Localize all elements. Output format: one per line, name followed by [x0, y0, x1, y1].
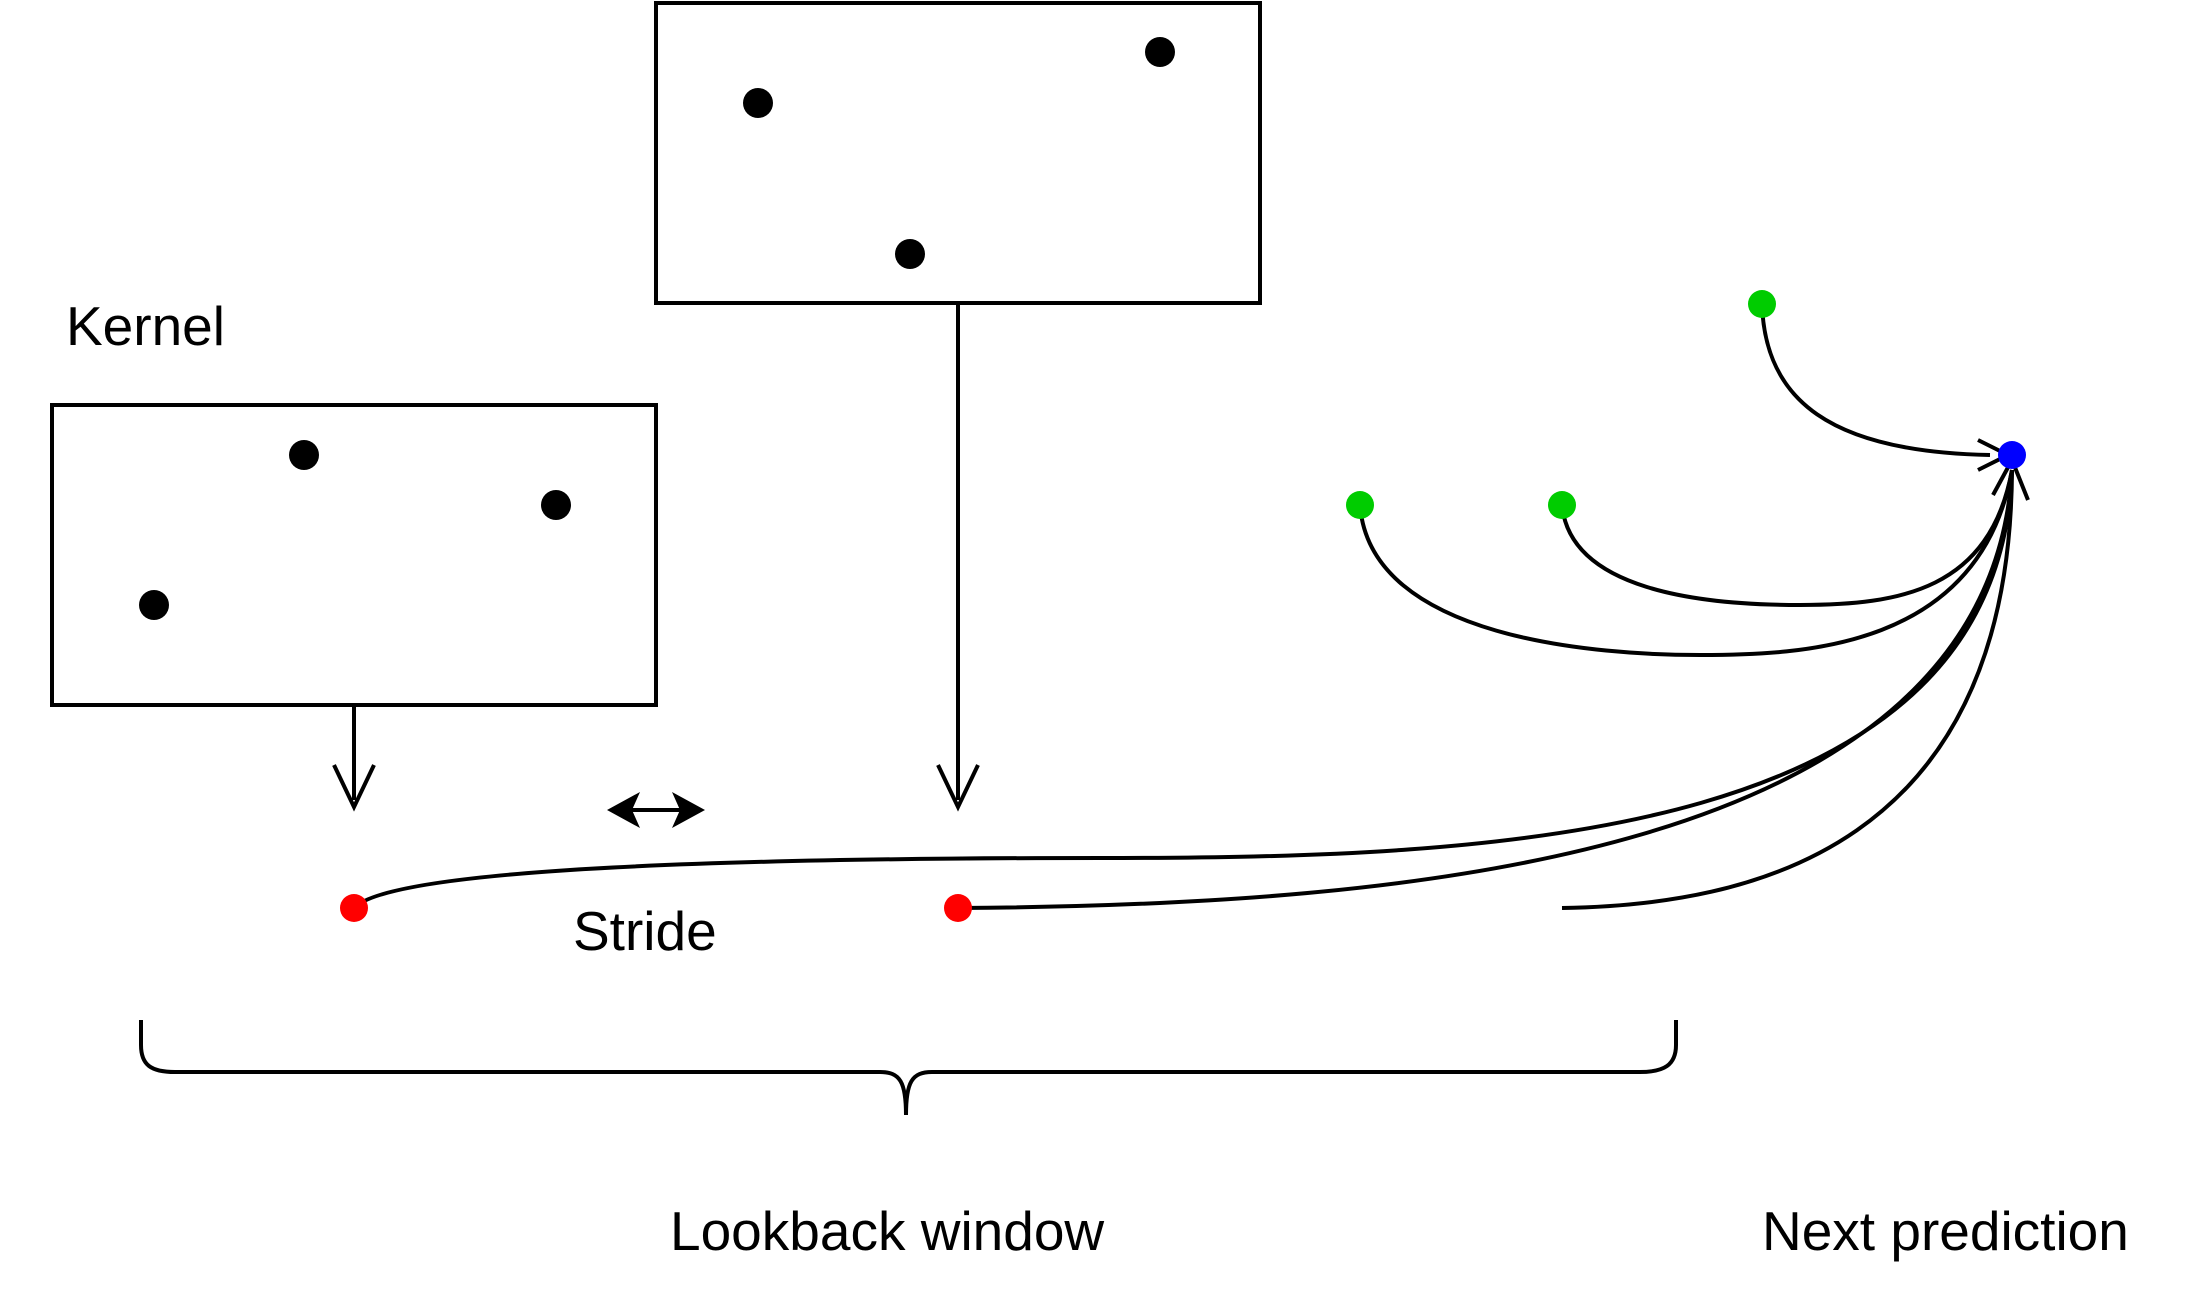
kernel-point: [139, 590, 169, 620]
lookback-brace: [139, 1020, 1678, 1116]
stride-double-arrow: [607, 792, 705, 828]
output-point-2: [944, 894, 972, 922]
kernel-point: [1145, 37, 1175, 67]
next-prediction-label: Next prediction: [1762, 1200, 2129, 1262]
kernel-point: [743, 88, 773, 118]
prediction-point: [1998, 441, 2026, 469]
kernel-output-arrow-1: [332, 705, 376, 812]
history-point-3: [1748, 290, 1776, 318]
kernel-point: [541, 490, 571, 520]
lookback-window-label: Lookback window: [670, 1200, 1104, 1262]
output-point-1: [340, 894, 368, 922]
stride-label: Stride: [573, 900, 717, 962]
kernel-label: Kernel: [66, 295, 225, 357]
kernel-box-2: [654, 1, 1262, 305]
kernel-point: [289, 440, 319, 470]
kernel-box-1: [50, 403, 658, 707]
history-point-1: [1346, 491, 1374, 519]
kernel-point: [895, 239, 925, 269]
kernel-output-arrow-2: [936, 303, 980, 812]
history-point-2: [1548, 491, 1576, 519]
